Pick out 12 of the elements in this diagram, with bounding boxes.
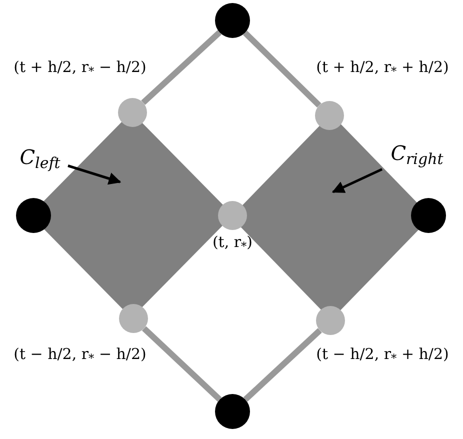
connector-line [242, 30, 322, 108]
connector-line [243, 328, 322, 402]
region-label: C$_{left}$ [12, 140, 68, 174]
coordinate-label: (t, r$_{*}$) [211, 232, 254, 254]
connector-line [141, 30, 222, 105]
coordinate-label: (t − h/2, r$_{*}$ − h/2) [12, 344, 148, 366]
coordinate-label: (t + h/2, r$_{*}$ − h/2) [12, 57, 148, 78]
region-label: C$_{right}$ [382, 136, 452, 170]
coordinate-label: (t + h/2, r$_{*}$ + h/2) [315, 57, 450, 78]
connector-line [142, 326, 222, 402]
coordinate-label: (t − h/2, r$_{*}$ + h/2) [315, 344, 450, 366]
leader-arrow [332, 168, 383, 194]
